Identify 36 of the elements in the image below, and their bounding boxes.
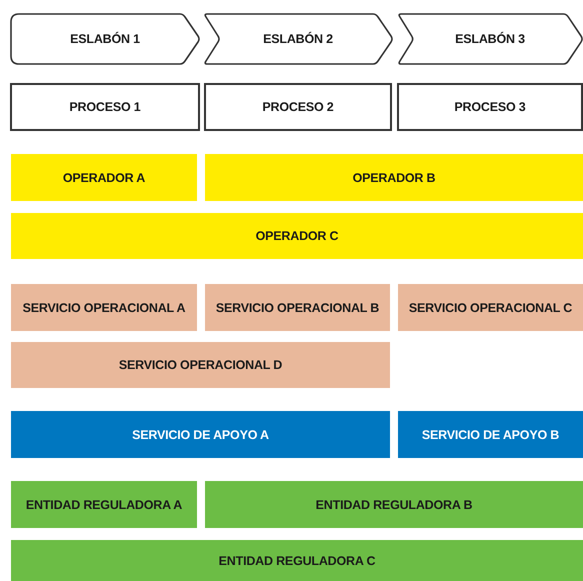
- bar-label: PROCESO 3: [454, 100, 526, 114]
- regulator-bar: [205, 481, 583, 528]
- stage-tab: [10, 13, 200, 65]
- bar-label: PROCESO 1: [69, 100, 141, 114]
- service-bar: [205, 284, 390, 331]
- bar-label: ESLABÓN 2: [263, 32, 333, 46]
- bar-label: SERVICIO DE APOYO A: [132, 428, 269, 442]
- process-box: [397, 83, 583, 131]
- bar-label: ESLABÓN 1: [70, 32, 140, 46]
- regulator-bar: [11, 540, 583, 581]
- stage-tab: [203, 13, 393, 65]
- service-bar: [398, 284, 583, 331]
- bar-label: OPERADOR A: [62, 170, 146, 184]
- process-box: [204, 83, 392, 131]
- support-bar: [11, 411, 390, 458]
- bar-label: ENTIDAD REGULADORA B: [316, 498, 472, 512]
- bar-label: OPERADOR C: [256, 229, 338, 243]
- bar-label: SERVICIO OPERACIONAL C: [408, 300, 572, 314]
- bar-label: PROCESO 2: [262, 100, 334, 114]
- support-bar: [398, 411, 583, 458]
- bar-label: SERVICIO OPERACIONAL B: [216, 300, 380, 314]
- service-bar: [11, 284, 197, 331]
- bar-label: ENTIDAD REGULADORA A: [26, 498, 182, 512]
- operator-bar: [11, 154, 197, 201]
- bar-label: ENTIDAD REGULADORA C: [218, 554, 376, 568]
- service-bar: [11, 342, 390, 388]
- operator-bar: [205, 154, 583, 201]
- bar-label: SERVICIO DE APOYO B: [422, 428, 560, 442]
- bar-label: SERVICIO OPERACIONAL D: [118, 358, 282, 372]
- stage-tab: [397, 13, 583, 65]
- bar-label: ESLABÓN 3: [455, 32, 525, 46]
- bar-label: SERVICIO OPERACIONAL A: [22, 300, 186, 314]
- operator-bar: [11, 213, 583, 259]
- regulator-bar: [11, 481, 197, 528]
- process-box: [10, 83, 200, 131]
- bar-label: OPERADOR B: [352, 170, 436, 184]
